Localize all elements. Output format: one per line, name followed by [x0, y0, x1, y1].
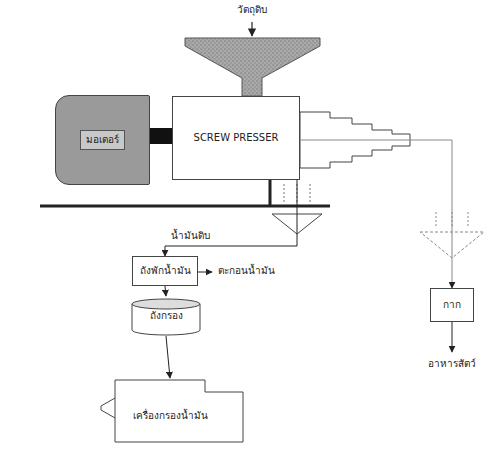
- hopper: [185, 38, 320, 96]
- cake-box: กาก: [430, 288, 474, 322]
- node-text: ถังพักน้ำมัน: [140, 265, 191, 277]
- node-text: กาก: [443, 299, 461, 311]
- node-text: SCREW PRESSER: [194, 132, 279, 144]
- base-support: [269, 180, 272, 206]
- filter-tank-cylinder: ถังกรอง: [130, 296, 202, 336]
- feed-out-arrow: [452, 322, 453, 352]
- node-text: มอเตอร์: [80, 130, 125, 150]
- settling-tank-box: ถังพักน้ำมัน: [132, 256, 198, 286]
- node-text: เครื่องกรองน้ำมัน: [133, 410, 208, 422]
- coupling: [150, 128, 172, 144]
- sediment-arrow: [196, 272, 212, 273]
- node-text: ถังกรอง: [150, 310, 183, 322]
- raw-material-label: วัตถุดิบ: [235, 4, 269, 16]
- filter-machine: เครื่องกรองน้ำมัน: [95, 378, 245, 444]
- base-frame: [40, 205, 330, 208]
- motor-box: มอเตอร์: [55, 95, 150, 185]
- animal-feed-label: อาหารสัตว์: [426, 358, 478, 370]
- flow-connector: [166, 336, 170, 378]
- flow-connector: [165, 180, 297, 256]
- flow-connector: [165, 286, 166, 296]
- feed-arrow: [251, 22, 252, 36]
- sediment-label: ตะกอนน้ำมัน: [216, 265, 277, 277]
- flow-connector: [300, 140, 452, 288]
- screw-press-box: SCREW PRESSER: [172, 96, 300, 180]
- edge-label: น้ำมันดิบ: [169, 230, 212, 242]
